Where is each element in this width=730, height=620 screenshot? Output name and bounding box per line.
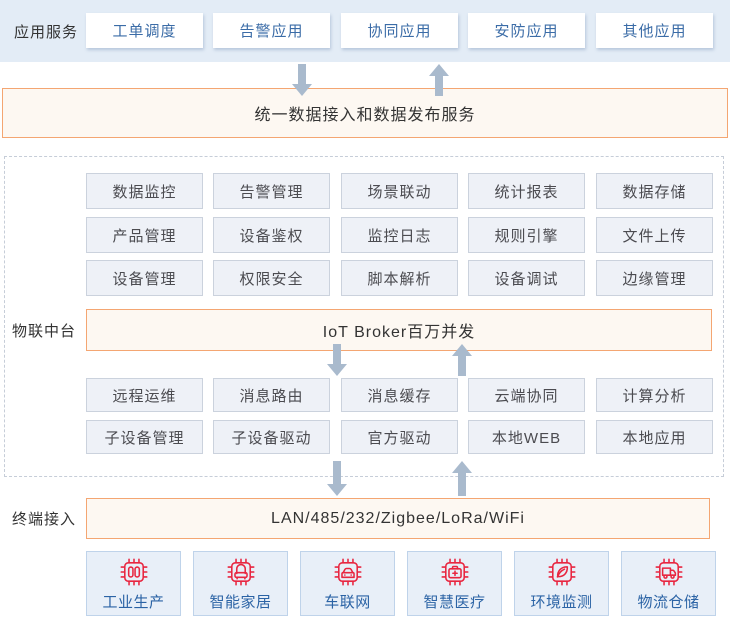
iot-platform-label: 物联中台 <box>12 322 77 340</box>
platform-box: 权限安全 <box>213 260 330 296</box>
terminal-device-box: 智慧医疗 <box>407 551 502 616</box>
platform-box: 远程运维 <box>86 378 203 412</box>
app-service-box: 协同应用 <box>341 13 458 48</box>
unified-service-box: 统一数据接入和数据发布服务 <box>2 88 728 138</box>
arrow-up-icon <box>429 64 449 96</box>
platform-box: 数据存储 <box>596 173 713 209</box>
platform-box: 文件上传 <box>596 217 713 253</box>
platform-box: 设备管理 <box>86 260 203 296</box>
platform-box: 本地WEB <box>468 420 585 454</box>
platform-box: 统计报表 <box>468 173 585 209</box>
platform-box: 数据监控 <box>86 173 203 209</box>
platform-box: 消息路由 <box>213 378 330 412</box>
terminal-device-label: 物流仓储 <box>637 594 700 611</box>
connected-car-chip-icon <box>333 558 362 586</box>
logistics-chip-icon <box>654 558 683 586</box>
terminal-device-label: 智能家居 <box>209 594 272 611</box>
arrow-up-icon <box>452 461 472 496</box>
platform-box: 场景联动 <box>341 173 458 209</box>
terminal-access-label: 终端接入 <box>12 511 77 528</box>
arrow-down-icon <box>327 344 347 376</box>
platform-box: 本地应用 <box>596 420 713 454</box>
industry-chip-icon <box>119 558 148 586</box>
platform-box: 规则引擎 <box>468 217 585 253</box>
platform-box: 监控日志 <box>341 217 458 253</box>
platform-box: 计算分析 <box>596 378 713 412</box>
terminal-device-box: 智能家居 <box>193 551 288 616</box>
arrow-up-icon <box>452 344 472 376</box>
terminal-device-label: 智慧医疗 <box>423 594 486 611</box>
app-service-box: 告警应用 <box>213 13 330 48</box>
arrow-down-icon <box>292 64 312 96</box>
terminal-device-box: 车联网 <box>300 551 395 616</box>
iot-broker-box: IoT Broker百万并发 <box>86 309 712 351</box>
platform-box: 消息缓存 <box>341 378 458 412</box>
platform-box: 产品管理 <box>86 217 203 253</box>
terminal-device-box: 物流仓储 <box>621 551 716 616</box>
environment-monitor-chip-icon <box>547 558 576 586</box>
app-service-box: 工单调度 <box>86 13 203 48</box>
smart-medical-chip-icon <box>440 558 469 586</box>
arrow-down-icon <box>327 461 347 496</box>
terminal-device-label: 环境监测 <box>530 594 593 611</box>
smart-home-chip-icon <box>226 558 255 586</box>
platform-box: 云端协同 <box>468 378 585 412</box>
platform-box: 边缘管理 <box>596 260 713 296</box>
platform-box: 设备鉴权 <box>213 217 330 253</box>
platform-box: 子设备管理 <box>86 420 203 454</box>
platform-box: 告警管理 <box>213 173 330 209</box>
terminal-device-box: 环境监测 <box>514 551 609 616</box>
platform-box: 官方驱动 <box>341 420 458 454</box>
terminal-device-label: 工业生产 <box>102 594 165 611</box>
platform-box: 子设备驱动 <box>213 420 330 454</box>
terminal-protocol-box: LAN/485/232/Zigbee/LoRa/WiFi <box>86 498 710 539</box>
platform-box: 脚本解析 <box>341 260 458 296</box>
app-service-box: 其他应用 <box>596 13 713 48</box>
platform-box: 设备调试 <box>468 260 585 296</box>
app-service-box: 安防应用 <box>468 13 585 48</box>
app-services-label: 应用服务 <box>14 23 79 41</box>
terminal-device-label: 车联网 <box>324 594 371 611</box>
terminal-device-box: 工业生产 <box>86 551 181 616</box>
